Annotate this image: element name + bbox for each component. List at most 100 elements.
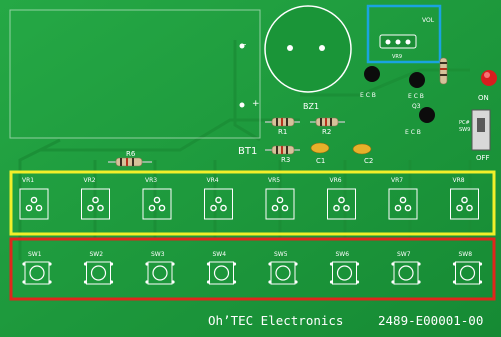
resistor-r1: R1 — [265, 117, 300, 136]
pot-vr3: VR3 — [142, 177, 172, 220]
pot-pin — [25, 204, 33, 212]
pot-label: VR6 — [330, 177, 342, 184]
buzzer-label: BZ1 — [303, 102, 319, 111]
switch-outline — [393, 261, 419, 285]
pot-label: VR2 — [84, 177, 96, 184]
pot-pin — [35, 204, 43, 212]
pot-pin — [271, 204, 279, 212]
switch-button — [336, 265, 353, 281]
switch-outline — [147, 261, 173, 285]
switch-pin — [206, 280, 211, 284]
switch-label: SW2 — [90, 251, 104, 258]
switch-pin — [452, 262, 457, 266]
battery-bt1: − + BT1 — [9, 9, 261, 157]
switch-pin — [171, 262, 175, 266]
switch-pin — [22, 262, 26, 266]
transistors: E C B E C B Q3 E C B — [360, 66, 435, 136]
pot-label: VR3 — [145, 177, 157, 184]
pot-outline — [265, 188, 295, 220]
pot-pin — [153, 196, 161, 204]
switch-button — [90, 265, 107, 281]
pot-pin — [220, 204, 227, 212]
switch-label: SW4 — [213, 251, 227, 258]
switch-pin — [452, 280, 457, 284]
pot-label: VR7 — [391, 177, 403, 184]
switch-on-label: ON — [478, 94, 489, 102]
switch-outline — [332, 261, 357, 285]
pot-label: VR1 — [22, 177, 34, 184]
switch-pin — [145, 280, 149, 284]
r1-label: R1 — [278, 128, 287, 136]
pot-vr6: VR6 — [327, 177, 356, 220]
switch-pin — [329, 262, 334, 266]
switch-label: SW8 — [459, 251, 473, 258]
transistor-q3-label: Q3 — [412, 103, 421, 110]
pot-pin — [461, 196, 468, 204]
transistor-pins-3: E C B — [405, 129, 421, 136]
battery-label: BT1 — [238, 146, 257, 157]
switch-sw7: SW7 — [391, 251, 421, 285]
switch-sw3: SW3 — [145, 251, 175, 285]
switch-off-label: OFF — [476, 154, 490, 162]
pot-pin — [87, 204, 94, 212]
switch-pin — [355, 262, 360, 266]
resistor-r2: R2 — [310, 117, 345, 136]
pot-pin — [92, 196, 99, 204]
resistor-r6: R6 — [108, 150, 152, 167]
vr9-label: VR9 — [392, 54, 402, 60]
capacitor-c2 — [352, 143, 372, 155]
switch-button — [459, 265, 476, 281]
pot-pin — [281, 204, 289, 212]
r6-label: R6 — [126, 150, 136, 158]
power-switch: ON PC# SW9 OFF — [459, 94, 491, 162]
switch-pin — [206, 262, 211, 266]
pot-pin — [456, 204, 463, 212]
c1-label: C1 — [316, 157, 325, 165]
switch-pin — [478, 262, 483, 266]
pot-outline — [204, 188, 233, 220]
pot-outline — [388, 188, 418, 220]
transistor-pins-1: E C B — [360, 92, 376, 99]
pot-outline — [81, 188, 110, 220]
switch-label: SW3 — [151, 251, 165, 258]
switch-sw5: SW5 — [268, 251, 298, 285]
led-red — [481, 70, 497, 86]
switch-sw2: SW2 — [83, 251, 114, 285]
pot-pin — [333, 204, 340, 212]
switch-pin — [232, 280, 237, 284]
pot-pin — [338, 196, 345, 204]
switch-outline — [455, 261, 480, 285]
switch-button — [398, 265, 414, 281]
switch-pin — [329, 280, 334, 284]
switch-button — [152, 265, 168, 281]
capacitors: C1 C2 — [310, 142, 373, 165]
resistor-r3: R3 — [265, 145, 300, 164]
switch-pin — [109, 280, 114, 284]
pot-vr5: VR5 — [265, 177, 295, 220]
resistors: R1 R2 R3 R6 — [108, 117, 345, 167]
resistor-vertical — [439, 57, 448, 85]
switch-label: SW5 — [274, 251, 288, 258]
pot-outline — [142, 188, 172, 220]
switch-button — [275, 265, 291, 281]
capacitor-c1 — [310, 142, 330, 154]
pot-label: VR5 — [268, 177, 280, 184]
pot-pin — [158, 204, 166, 212]
pot-pin — [215, 196, 222, 204]
switch-pin — [478, 280, 483, 284]
switch-pin — [391, 280, 395, 284]
pot-row-highlight — [9, 170, 496, 236]
switch-row-highlight — [9, 237, 496, 301]
switch-pin — [48, 262, 52, 266]
part-number-text: 2489-E00001-00 — [378, 313, 483, 328]
switch-pin — [48, 280, 52, 284]
switch-pin — [83, 262, 88, 266]
switch-pin — [294, 262, 298, 266]
pot-pin — [148, 204, 156, 212]
switch-pin — [391, 262, 395, 266]
switch-sw6: SW6 — [329, 251, 360, 285]
pot-pin — [466, 204, 473, 212]
